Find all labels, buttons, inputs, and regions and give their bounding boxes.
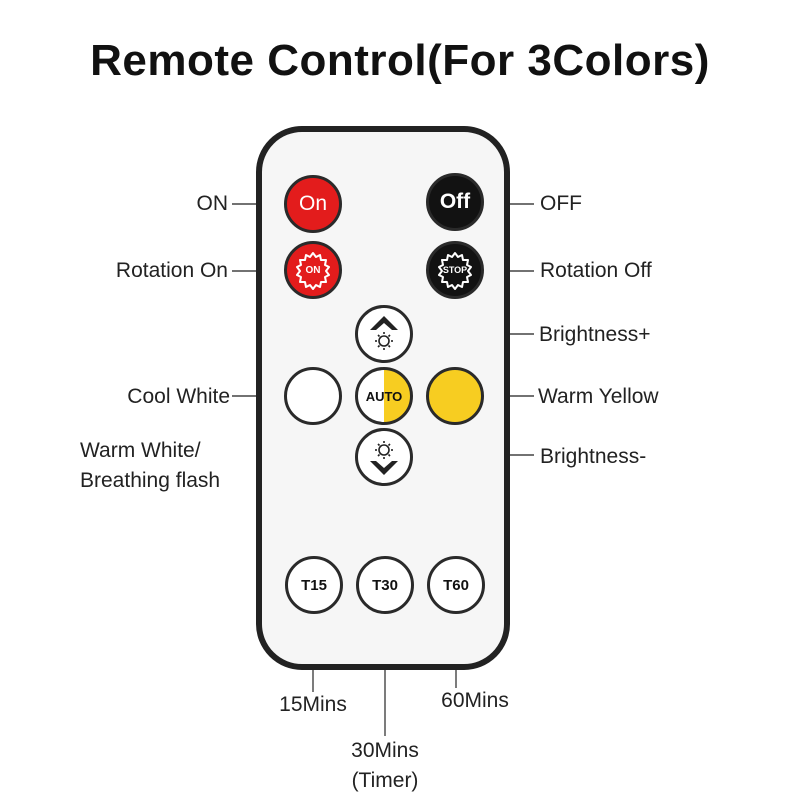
gear-icon: [296, 252, 330, 290]
page-title: Remote Control(For 3Colors): [90, 36, 710, 85]
gear-icon: [438, 252, 472, 290]
label-warm-white: Warm White/: [80, 439, 201, 462]
timer-30-button[interactable]: T30: [356, 556, 414, 614]
timer-60-button[interactable]: T60: [427, 556, 485, 614]
label-on: ON: [196, 192, 229, 215]
brightness-down-icon: [370, 441, 398, 475]
auto-button[interactable]: AUTO: [355, 367, 413, 425]
brightness-down-button[interactable]: [355, 428, 413, 486]
label-rotation-off: Rotation Off: [540, 259, 652, 282]
rotation-on-button[interactable]: ON: [284, 241, 342, 299]
rotation-on-button-label: ON: [305, 264, 321, 276]
label-15-mins: 15Mins: [279, 693, 347, 716]
label-rotation-on: Rotation On: [115, 259, 228, 282]
power-on-button-label: On: [298, 192, 327, 215]
auto-button-label: AUTO: [365, 388, 403, 404]
rotation-off-button-label: STOP: [442, 265, 468, 275]
label-brightness-up: Brightness+: [539, 323, 651, 346]
label-warm-yellow: Warm Yellow: [538, 385, 659, 408]
label-cool-white: Cool White: [127, 385, 230, 408]
timer-60-button-label: T60: [443, 576, 469, 594]
brightness-up-icon: [370, 316, 398, 350]
label-30-mins: 30Mins: [351, 739, 419, 762]
timer-15-button[interactable]: T15: [285, 556, 343, 614]
label-timer: (Timer): [351, 769, 419, 792]
label-brightness-down: Brightness-: [540, 445, 647, 468]
power-off-button[interactable]: Off: [426, 173, 484, 231]
brightness-up-button[interactable]: [355, 305, 413, 363]
power-on-button[interactable]: On: [284, 175, 342, 233]
power-off-button-label: Off: [439, 190, 471, 213]
rotation-off-button[interactable]: STOP: [426, 241, 484, 299]
label-60-mins: 60Mins: [441, 689, 509, 712]
timer-30-button-label: T30: [372, 576, 398, 594]
timer-15-button-label: T15: [301, 576, 327, 594]
label-breathing-flash: Breathing flash: [80, 469, 221, 492]
warm-yellow-button[interactable]: [426, 367, 484, 425]
label-off: OFF: [540, 192, 582, 215]
cool-white-button[interactable]: [284, 367, 342, 425]
